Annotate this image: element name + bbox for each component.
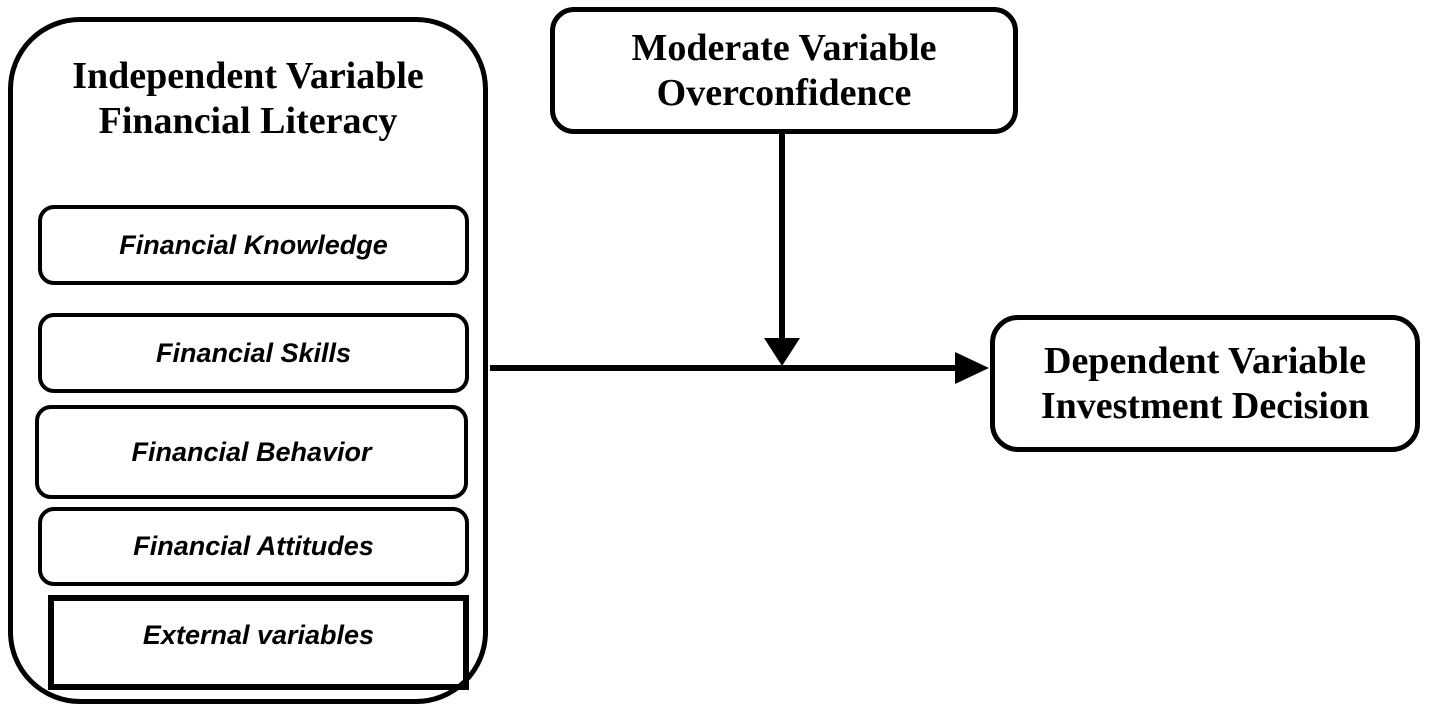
dependent-variable-line2: Investment Decision bbox=[1040, 384, 1370, 427]
effect-arrowhead-icon bbox=[955, 352, 989, 384]
external-variables-label: External variables bbox=[142, 620, 375, 650]
moderator-variable-box: Moderate Variable Overconfidence bbox=[550, 7, 1018, 134]
external-variables-box: External variables bbox=[48, 595, 469, 690]
financial-skills-label: Financial Skills bbox=[155, 337, 352, 368]
dependent-variable-line1: Dependent Variable bbox=[1044, 339, 1366, 382]
independent-variable-group bbox=[8, 17, 488, 704]
financial-behavior-label: Financial Behavior bbox=[131, 436, 372, 467]
financial-knowledge-label: Financial Knowledge bbox=[119, 229, 388, 260]
financial-skills-box: Financial Skills bbox=[38, 313, 469, 393]
moderator-variable-line1: Moderate Variable bbox=[631, 26, 937, 69]
moderation-arrowhead-icon bbox=[764, 338, 800, 366]
moderator-variable-line2: Overconfidence bbox=[656, 71, 912, 114]
independent-variable-title-line1: Independent Variable bbox=[72, 55, 424, 97]
financial-attitudes-box: Financial Attitudes bbox=[38, 507, 469, 586]
financial-knowledge-box: Financial Knowledge bbox=[38, 205, 469, 285]
independent-variable-title: Independent Variable Financial Literacy bbox=[8, 54, 488, 144]
independent-variable-title-line2: Financial Literacy bbox=[98, 100, 398, 142]
financial-behavior-box: Financial Behavior bbox=[35, 405, 468, 499]
financial-attitudes-label: Financial Attitudes bbox=[133, 531, 374, 561]
dependent-variable-box: Dependent Variable Investment Decision bbox=[990, 315, 1420, 452]
